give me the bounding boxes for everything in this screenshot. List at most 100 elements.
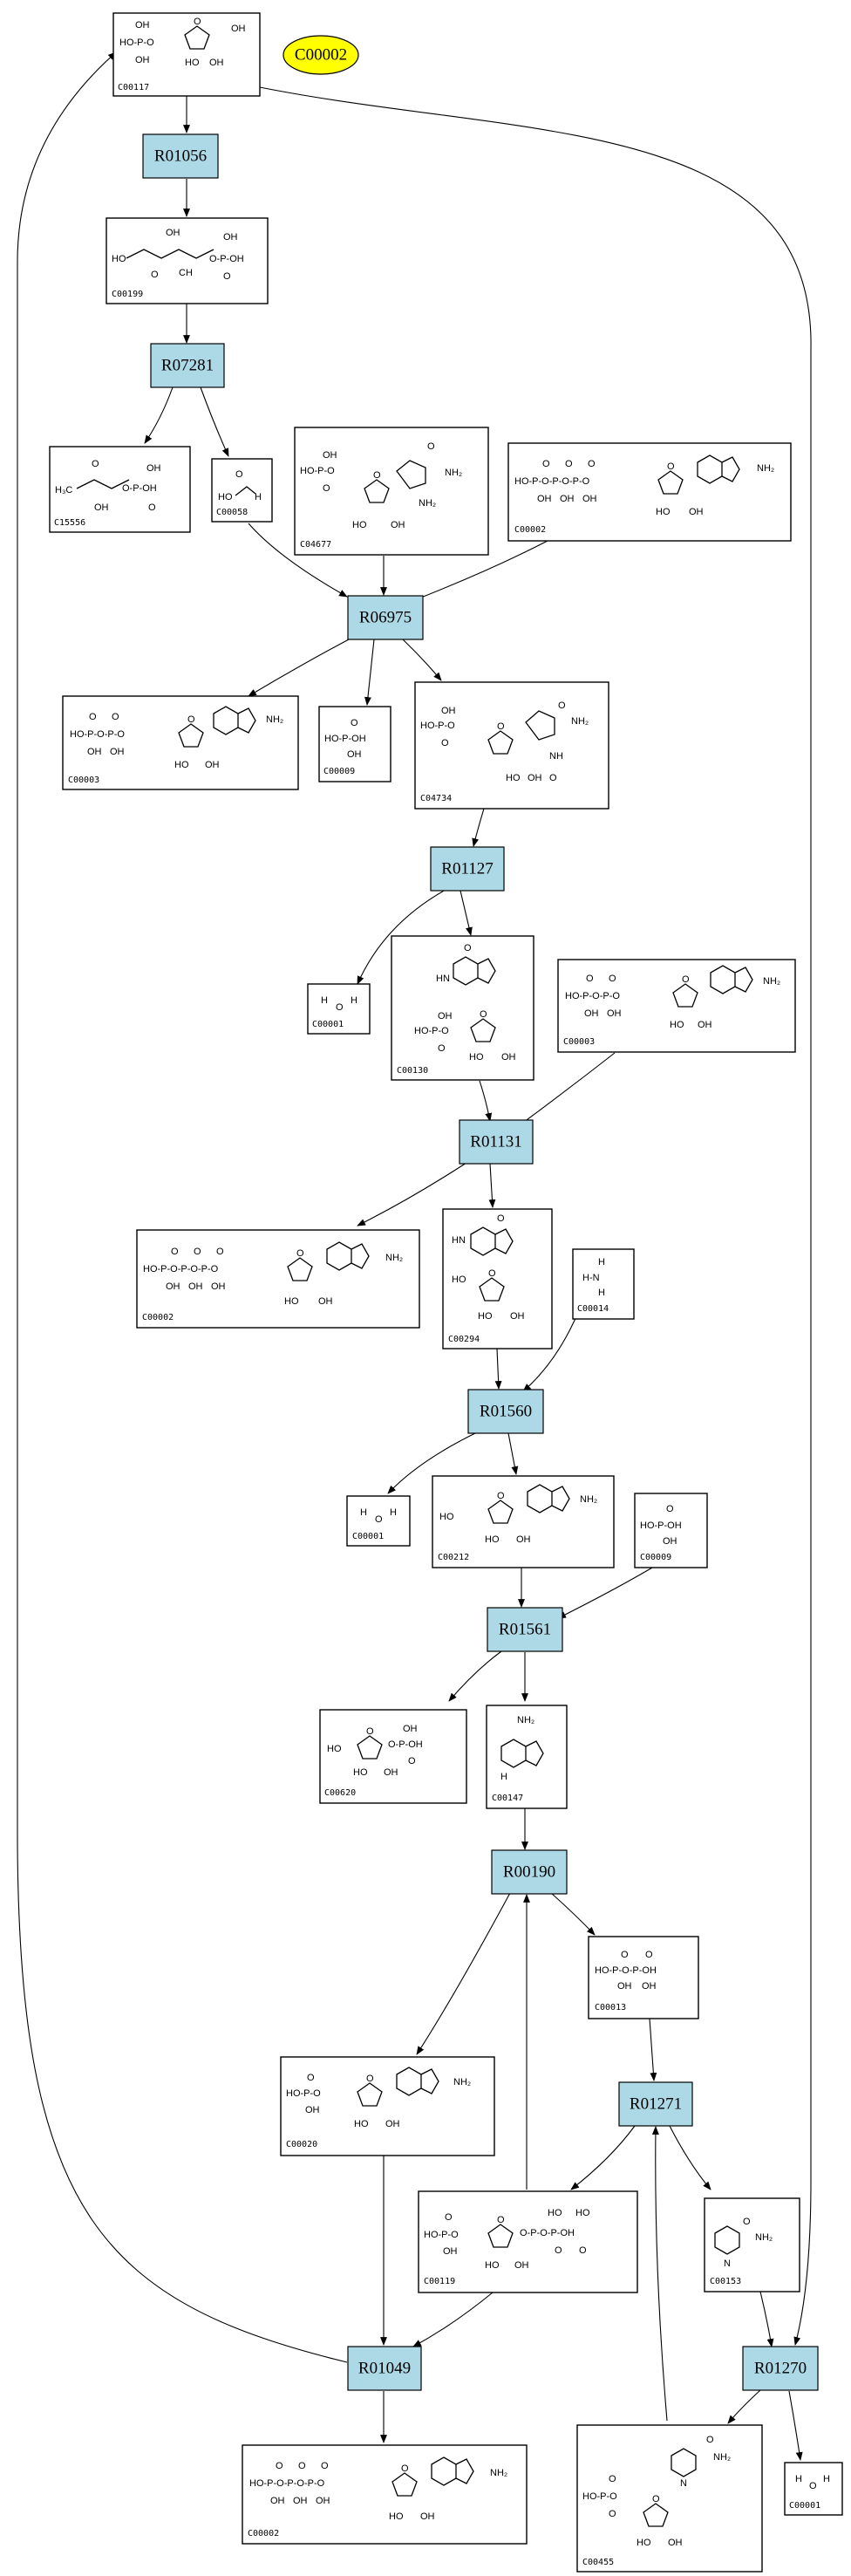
svg-text:O: O <box>148 502 156 513</box>
svg-text:O: O <box>307 2073 315 2083</box>
svg-text:HO: HO <box>185 58 200 68</box>
edge-r01270-c00001 <box>788 2390 803 2461</box>
svg-text:NH₂: NH₂ <box>385 1253 403 1263</box>
svg-text:OH: OH <box>698 1020 712 1030</box>
svg-text:OH: OH <box>166 228 180 238</box>
svg-text:H: H <box>360 1507 367 1518</box>
compound-c00153[interactable]: O NH₂ N C00153 <box>704 2197 800 2292</box>
compound-c00014[interactable]: H H-N H C00014 <box>572 1248 635 1320</box>
svg-text:O: O <box>586 974 594 984</box>
reaction-r01561[interactable]: R01561 <box>487 1607 563 1652</box>
svg-text:NH₂: NH₂ <box>757 463 774 474</box>
svg-text:OH: OH <box>347 749 362 760</box>
compound-c00009-top[interactable]: O HO-P-OH OH C00009 <box>318 706 391 782</box>
compound-id: C00212 <box>438 1553 469 1562</box>
svg-text:O: O <box>565 459 573 469</box>
svg-text:O: O <box>92 459 99 469</box>
svg-text:OH: OH <box>270 2496 285 2506</box>
svg-text:O: O <box>171 1247 179 1257</box>
compound-c00058[interactable]: O HO H C00058 <box>211 458 273 523</box>
reaction-r01131[interactable]: R01131 <box>459 1119 534 1165</box>
faicar-icon: OH HO-P-O O O NH₂ NH HO OH O <box>420 700 589 783</box>
svg-text:O: O <box>558 700 566 711</box>
svg-text:O: O <box>276 2461 283 2471</box>
reaction-label: R01561 <box>499 1620 551 1638</box>
svg-text:OH: OH <box>135 55 150 65</box>
compound-c00199[interactable]: OH OH HO O CH O-P-OH O C00199 <box>106 217 269 304</box>
reaction-r01271[interactable]: R01271 <box>618 2081 693 2127</box>
reaction-r01270[interactable]: R01270 <box>742 2346 819 2391</box>
ribose-5-phosphate-icon: OH HO-P-O OH OH HO OH <box>119 16 246 68</box>
compound-c15556[interactable]: O OH H₃C O-P-OH OH O C15556 <box>49 446 191 533</box>
edge-c00003-r01131 <box>516 1052 616 1128</box>
reaction-r06975[interactable]: R06975 <box>347 595 424 640</box>
edge-r01560-c00001 <box>387 1432 476 1494</box>
svg-text:OH: OH <box>384 1767 398 1778</box>
svg-text:HO: HO <box>485 2260 500 2271</box>
compound-c00147[interactable]: NH₂ H C00147 <box>486 1705 568 1809</box>
svg-text:OH: OH <box>323 450 337 461</box>
compound-c00009-mid[interactable]: O HO-P-OH OH C00009 <box>634 1493 708 1568</box>
edge-c00058-r06975 <box>248 523 348 598</box>
svg-text:HO: HO <box>548 2208 562 2218</box>
reaction-r01127[interactable]: R01127 <box>430 846 505 892</box>
reaction-r07281[interactable]: R07281 <box>150 343 225 388</box>
reaction-r00190[interactable]: R00190 <box>491 1849 568 1895</box>
svg-text:O: O <box>706 2435 714 2445</box>
compound-c00001-2[interactable]: HOH C00001 <box>346 1495 411 1547</box>
svg-text:O: O <box>351 718 358 728</box>
reaction-r01049[interactable]: R01049 <box>347 2346 422 2391</box>
svg-text:OH: OH <box>438 1011 453 1022</box>
svg-text:HO: HO <box>353 1767 368 1778</box>
compound-id: C00001 <box>789 2501 820 2511</box>
reaction-r01560[interactable]: R01560 <box>467 1389 544 1434</box>
svg-text:O: O <box>609 2509 616 2519</box>
svg-text:HO: HO <box>389 2511 404 2522</box>
svg-text:NH: NH <box>549 751 563 762</box>
phospho-hydroxyacetone-icon: O OH H₃C O-P-OH OH O <box>55 459 161 513</box>
highlight-ellipse[interactable] <box>283 35 359 75</box>
svg-text:H: H <box>598 1257 605 1268</box>
compound-c04734[interactable]: OH HO-P-O O O NH₂ NH HO OH O C04734 <box>414 681 609 810</box>
aicar-icon: OH HO-P-O O O NH₂ NH₂ HO OH <box>300 441 462 530</box>
edge-r07281-c15556 <box>144 386 174 444</box>
svg-text:NH₂: NH₂ <box>266 714 283 725</box>
svg-text:HO: HO <box>670 1020 684 1030</box>
reaction-r01056[interactable]: R01056 <box>142 133 219 179</box>
compound-c00117[interactable]: OH HO-P-O OH OH HO OH C00117 <box>112 12 261 97</box>
svg-text:O: O <box>427 441 435 452</box>
svg-text:NH₂: NH₂ <box>517 1715 534 1725</box>
svg-text:O: O <box>579 2245 587 2256</box>
svg-text:OH: OH <box>501 1052 516 1063</box>
compound-c00001-1[interactable]: HOH C00001 <box>307 983 371 1035</box>
svg-text:H: H <box>255 492 262 502</box>
svg-text:O: O <box>321 2461 329 2471</box>
svg-text:OH: OH <box>94 502 109 513</box>
svg-text:O: O <box>743 2217 751 2227</box>
svg-text:HO-P-O-P-O: HO-P-O-P-O <box>70 729 125 740</box>
svg-text:HO: HO <box>327 1744 342 1754</box>
svg-text:H₃C: H₃C <box>55 485 72 495</box>
svg-text:OH: OH <box>211 1281 226 1292</box>
compound-c04677[interactable]: OH HO-P-O O O NH₂ NH₂ HO OH C04677 <box>294 427 489 556</box>
svg-text:HO: HO <box>469 1052 484 1063</box>
edge-r01049-c00117 <box>17 51 348 2363</box>
compound-c00001-3[interactable]: HOH C00001 <box>784 2462 843 2516</box>
svg-text:N: N <box>680 2478 687 2489</box>
